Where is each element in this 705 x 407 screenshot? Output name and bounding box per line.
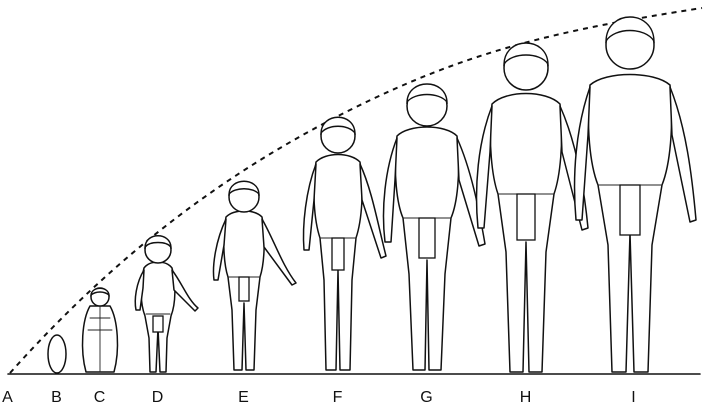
figure-i-adult-man bbox=[575, 17, 696, 372]
stage-label-f: F bbox=[333, 389, 344, 406]
figure-g-adolescent bbox=[384, 84, 486, 370]
stage-label-a: A bbox=[2, 389, 14, 406]
stage-label-h: H bbox=[520, 389, 533, 406]
figure-c-swaddled-infant bbox=[83, 288, 118, 372]
figure-h-young-man bbox=[477, 43, 588, 372]
figure-f-youth bbox=[304, 117, 387, 370]
stage-label-e: E bbox=[238, 389, 250, 406]
figure-b-egg bbox=[48, 335, 66, 373]
stage-label-c: C bbox=[94, 389, 107, 406]
stage-label-d: D bbox=[152, 389, 165, 406]
stage-label-b: B bbox=[51, 389, 63, 406]
figure-e-child bbox=[214, 181, 297, 370]
stage-label-g: G bbox=[420, 389, 433, 406]
stage-label-i: I bbox=[631, 389, 636, 406]
figure-d-toddler bbox=[135, 236, 198, 372]
